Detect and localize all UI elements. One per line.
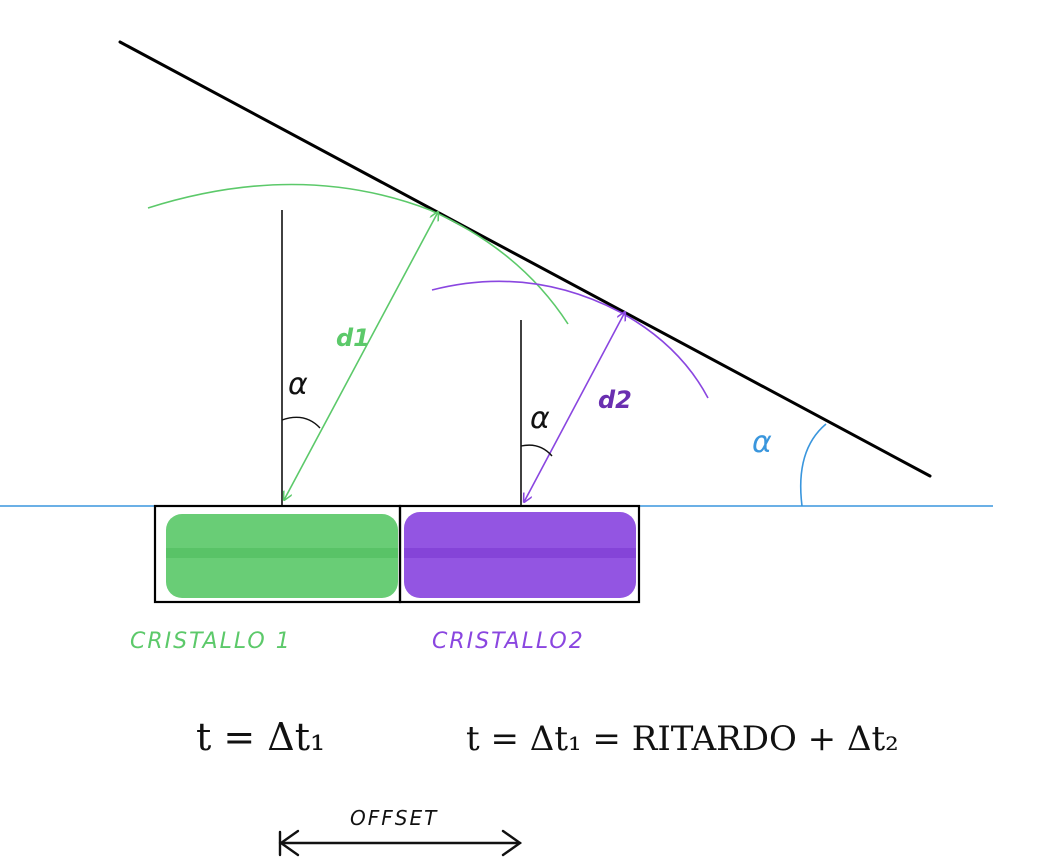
- angle-arc-2: [520, 444, 553, 457]
- offset-arrow: [278, 829, 523, 857]
- purple-arc: [431, 280, 709, 399]
- green-arc: [147, 183, 569, 325]
- d1-label: d1: [336, 324, 370, 352]
- d2-arrow: [524, 312, 625, 502]
- crystal-2: [398, 504, 641, 604]
- angle-arc-1: [281, 416, 321, 429]
- d2-label: d2: [598, 386, 632, 414]
- formula-right: t = Δt₁ = RITARDO + Δt₂: [466, 719, 899, 759]
- formula-left: t = Δt₁: [196, 715, 325, 759]
- angle-arc-3: [799, 423, 827, 507]
- offset-label: OFFSET: [350, 806, 438, 830]
- crystal-1: [153, 504, 402, 604]
- crystal-1-label: CRISTALLO 1: [130, 629, 292, 654]
- alpha-label-1: α: [288, 367, 308, 402]
- alpha-label-2: α: [530, 401, 550, 436]
- d1-arrow: [284, 212, 438, 500]
- crystal-2-label: CRISTALLO2: [432, 629, 585, 654]
- wavefront-line: [118, 40, 932, 478]
- alpha-label-3: α: [752, 425, 772, 460]
